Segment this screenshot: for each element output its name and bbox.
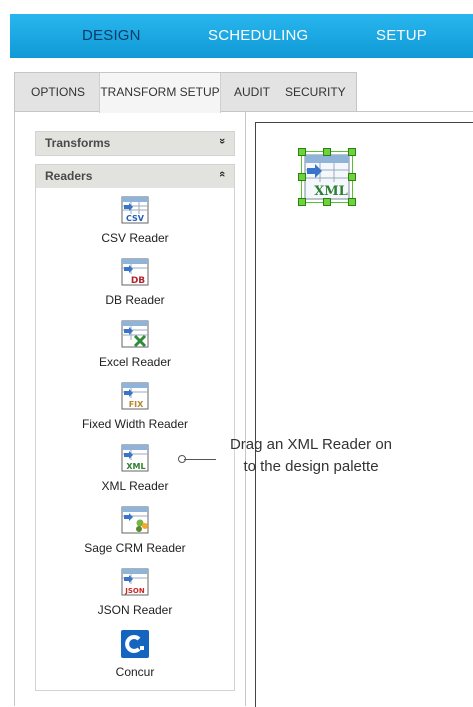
resize-handle[interactable] <box>323 148 331 156</box>
reader-label: JSON Reader <box>97 603 173 617</box>
reader-item-concur[interactable]: Concur <box>36 630 234 679</box>
sub-tab-bar: OPTIONS TRANSFORM SETUP AUDIT SECURITY <box>14 72 357 113</box>
resize-handle[interactable] <box>298 173 306 181</box>
chevron-up-icon[interactable]: « <box>215 170 228 178</box>
resize-handle[interactable] <box>323 198 331 206</box>
tab-divider <box>355 111 473 112</box>
nav-scheduling[interactable]: SCHEDULING <box>208 27 309 44</box>
reader-label: Concur <box>115 665 155 679</box>
xml-reader-icon: XML <box>304 154 350 200</box>
sage-crm-reader-icon <box>121 506 149 534</box>
svg-text:CSV: CSV <box>126 214 145 223</box>
transforms-label: Transforms <box>45 136 111 150</box>
resize-handle[interactable] <box>348 148 356 156</box>
reader-label: XML Reader <box>101 479 169 493</box>
reader-label: Sage CRM Reader <box>84 541 186 555</box>
csv-reader-icon: CSV <box>121 196 149 224</box>
left-panel <box>14 112 246 706</box>
reader-item-db[interactable]: DB DB Reader <box>36 258 234 307</box>
resize-handle[interactable] <box>298 198 306 206</box>
xml-reader-icon: XML <box>121 444 149 472</box>
callout-line-2: to the design palette <box>243 458 379 475</box>
reader-label: DB Reader <box>105 293 165 307</box>
db-reader-icon: DB <box>121 258 149 286</box>
svg-text:FIX: FIX <box>129 400 144 409</box>
reader-item-fixed-width[interactable]: FIX Fixed Width Reader <box>36 382 234 431</box>
transforms-section-header[interactable]: Transforms » <box>35 131 235 156</box>
svg-text:JSON: JSON <box>124 587 145 595</box>
svg-text:DB: DB <box>131 276 145 286</box>
top-nav-bar: DESIGN SCHEDULING SETUP <box>10 14 473 58</box>
fixed-width-reader-icon: FIX <box>121 382 149 410</box>
callout-line <box>184 459 216 460</box>
reader-label: Fixed Width Reader <box>81 417 189 431</box>
reader-item-csv[interactable]: CSV CSV Reader <box>36 196 234 245</box>
resize-handle[interactable] <box>348 173 356 181</box>
resize-handle[interactable] <box>298 148 306 156</box>
readers-list: CSV CSV Reader DB DB Reader Excel Reader <box>35 188 235 691</box>
tab-options[interactable]: OPTIONS <box>31 85 86 99</box>
design-palette[interactable] <box>255 122 473 707</box>
concur-icon <box>121 630 149 658</box>
callout-line-1: Drag an XML Reader on <box>229 436 393 453</box>
reader-label: Excel Reader <box>98 355 172 369</box>
json-reader-icon: JSON <box>121 568 149 596</box>
readers-section-header[interactable]: Readers « <box>35 164 235 189</box>
reader-item-json[interactable]: JSON JSON Reader <box>36 568 234 617</box>
readers-label: Readers <box>45 169 93 183</box>
chevron-down-icon[interactable]: » <box>215 137 228 145</box>
instruction-callout: Drag an XML Reader on to the design pale… <box>196 434 426 478</box>
svg-text:XML: XML <box>314 184 348 199</box>
reader-label: CSV Reader <box>101 231 169 245</box>
nav-setup[interactable]: SETUP <box>376 27 428 44</box>
tab-security[interactable]: SECURITY <box>285 85 346 99</box>
resize-handle[interactable] <box>348 198 356 206</box>
reader-item-excel[interactable]: Excel Reader <box>36 320 234 369</box>
dropped-xml-reader[interactable]: XML <box>298 148 356 206</box>
nav-design[interactable]: DESIGN <box>82 27 141 44</box>
reader-item-xml[interactable]: XML XML Reader <box>36 444 234 493</box>
excel-reader-icon <box>121 320 149 348</box>
tab-transform-setup[interactable]: TRANSFORM SETUP <box>99 73 221 113</box>
svg-text:XML: XML <box>126 462 145 471</box>
tab-audit[interactable]: AUDIT <box>234 85 270 99</box>
reader-item-sage-crm[interactable]: Sage CRM Reader <box>36 506 234 555</box>
